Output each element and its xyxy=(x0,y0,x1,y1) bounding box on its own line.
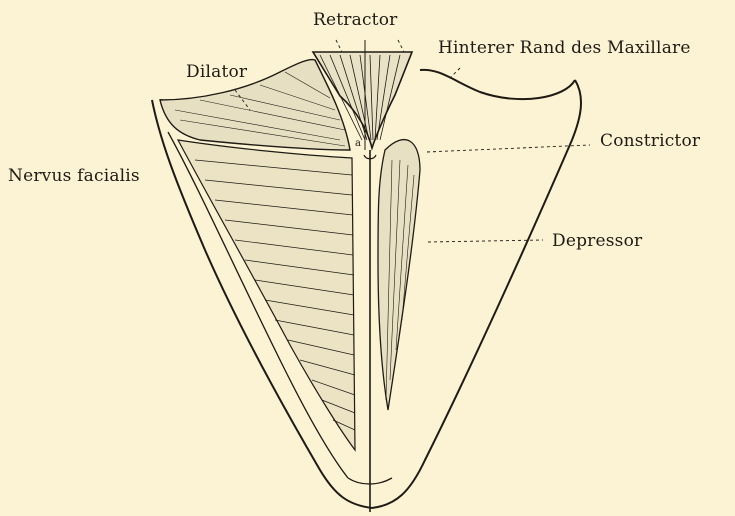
leader-constrictor xyxy=(427,145,590,152)
label-retractor: Retractor xyxy=(313,12,397,29)
label-constrictor: Constrictor xyxy=(600,133,700,150)
left-muscle-mass xyxy=(178,140,355,450)
label-depressor: Depressor xyxy=(552,233,642,250)
leader-hinterer-rand xyxy=(450,68,460,78)
leader-depressor xyxy=(428,240,543,242)
leader-retractor-left xyxy=(336,40,342,52)
leader-retractor-right xyxy=(398,40,404,52)
label-small-mark: a xyxy=(355,139,361,149)
label-nervus-facialis: Nervus facialis xyxy=(8,168,140,185)
label-dilator: Dilator xyxy=(186,64,247,81)
label-hinterer-rand-des-maxillare: Hinterer Rand des Maxillare xyxy=(438,40,691,57)
depressor-muscle xyxy=(378,140,420,410)
upper-maxillare-edge xyxy=(420,70,575,99)
